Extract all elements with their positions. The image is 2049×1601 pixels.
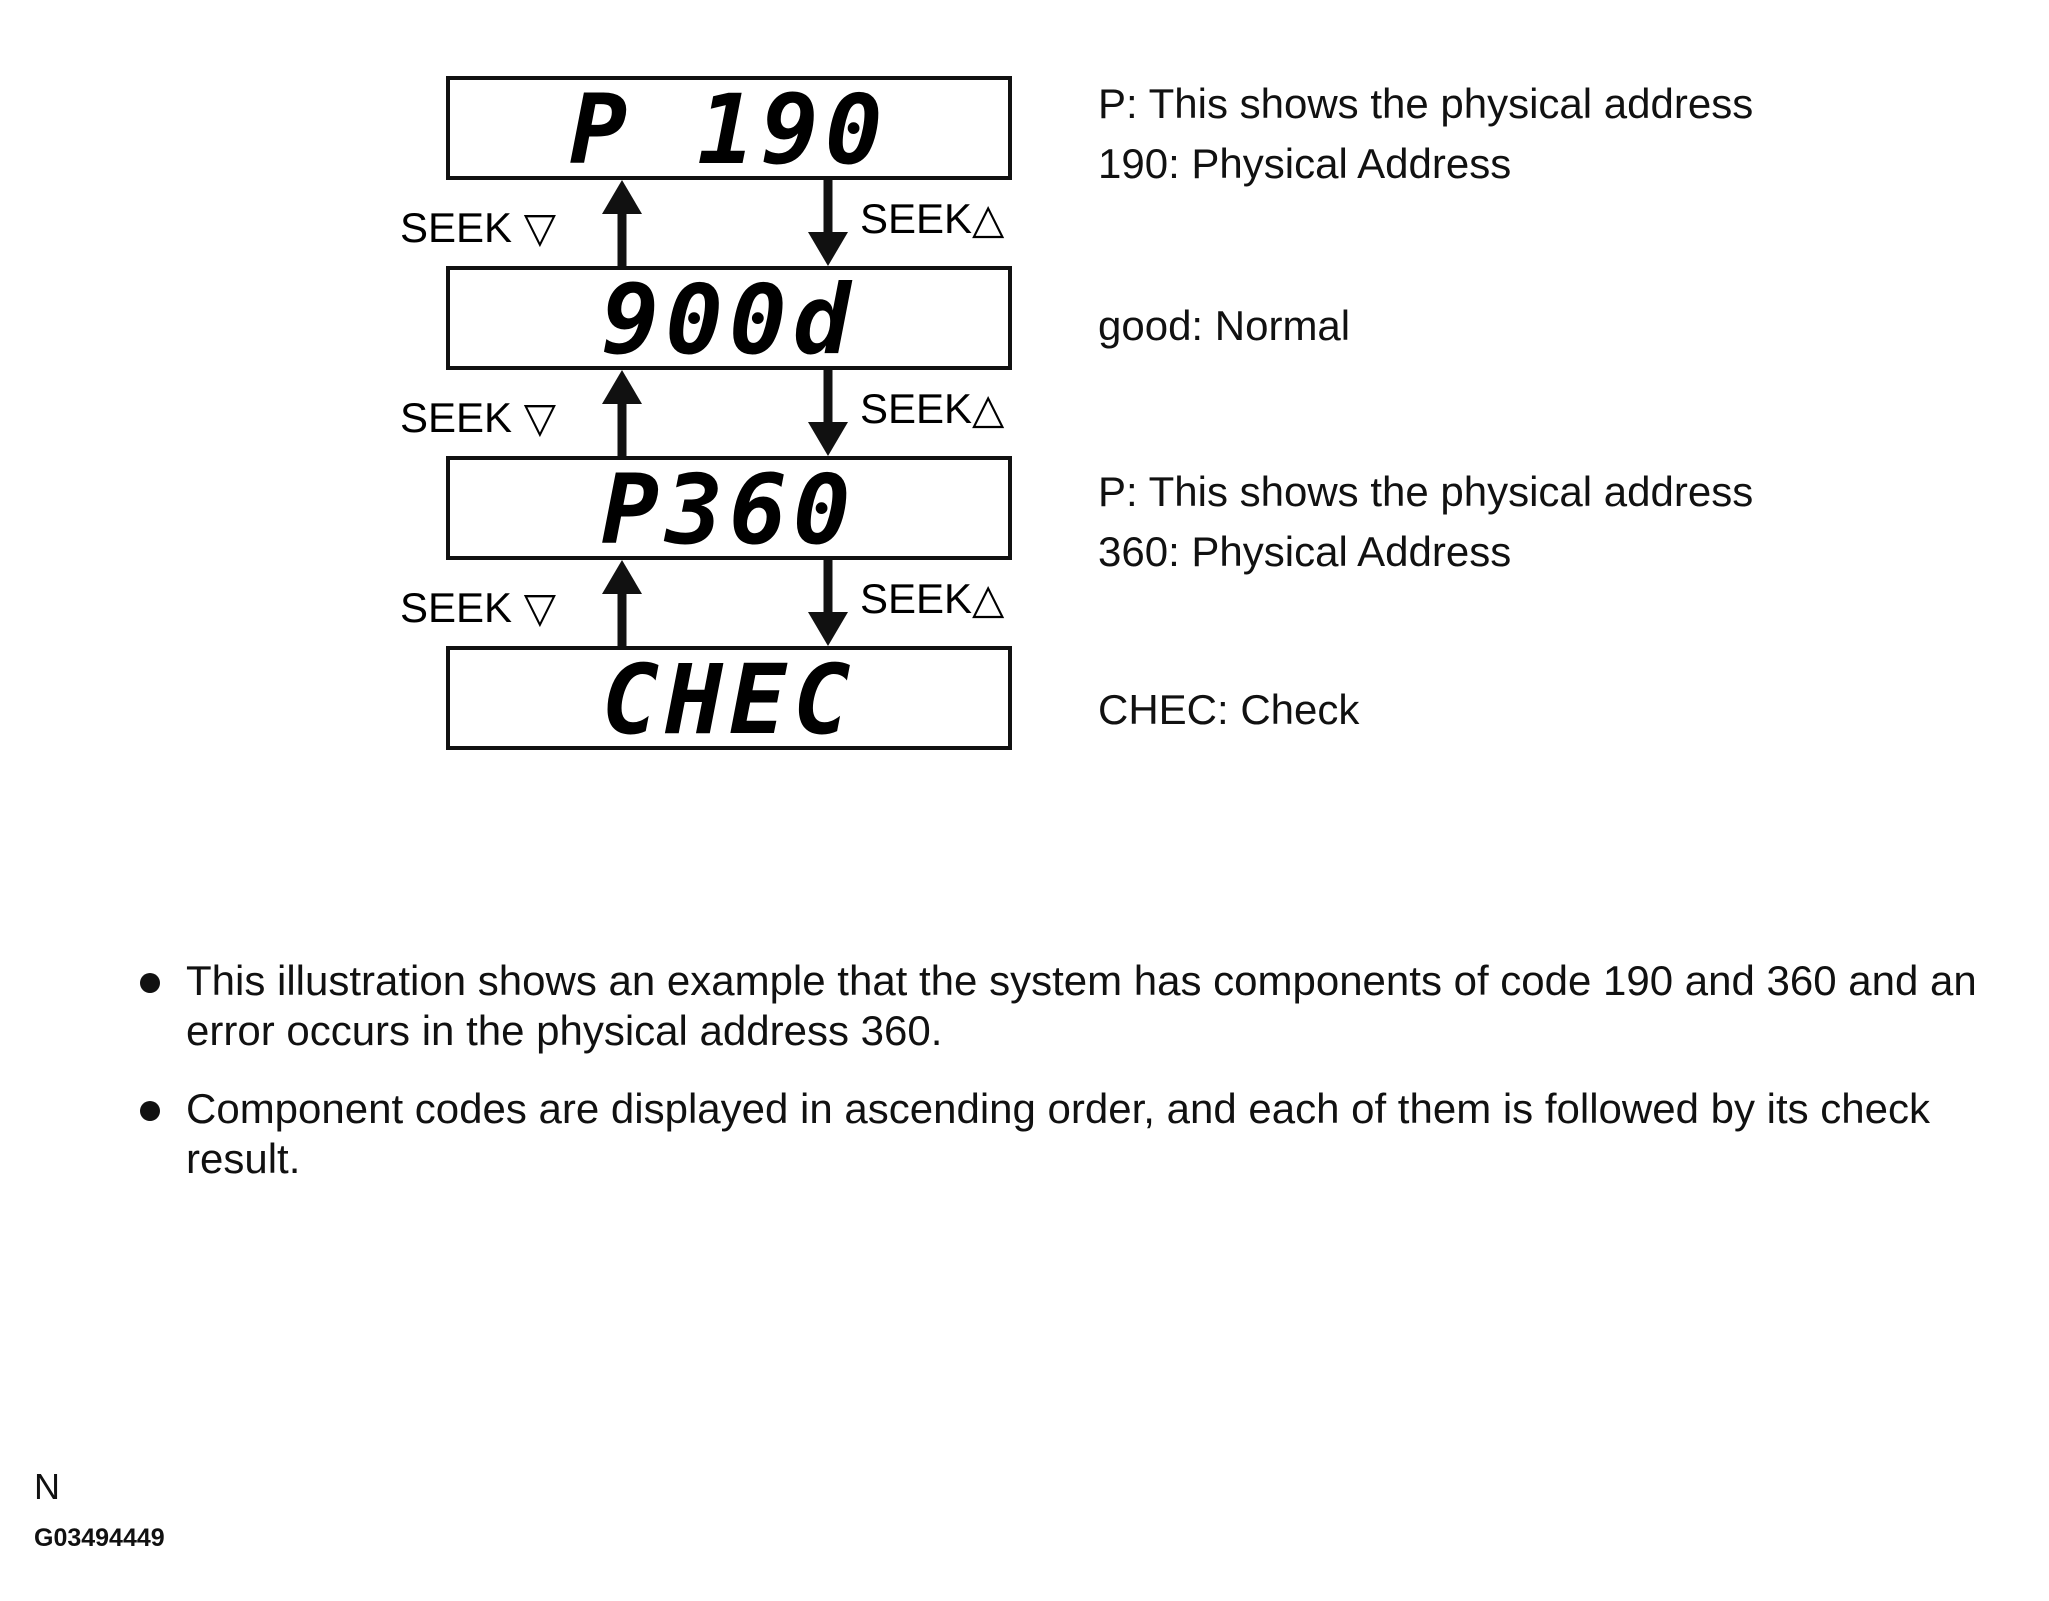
description-2-line-1: good: Normal (1098, 302, 1351, 349)
up-arrow-2 (602, 370, 642, 458)
display-code-2: 900d (601, 264, 856, 376)
seek-up-label-2: SEEK△ (860, 385, 1005, 432)
down-arrow-2 (808, 368, 848, 456)
up-arrow-1 (602, 180, 642, 268)
display-box-2 (446, 266, 1012, 370)
bullet-icon (140, 973, 160, 993)
seek-down-label-2: SEEK ▽ (400, 394, 557, 441)
notes-list: This illustration shows an example that … (140, 956, 2040, 1212)
up-arrow-3 (602, 560, 642, 648)
description-2: good: Normal (1098, 296, 1350, 356)
description-1-line-1: P: This shows the physical address (1098, 80, 1754, 127)
down-arrow-3 (808, 558, 848, 646)
description-1-line-2: 190: Physical Address (1098, 140, 1512, 187)
bullet-icon (140, 1101, 160, 1121)
note-item: Component codes are displayed in ascendi… (140, 1084, 2040, 1184)
description-3: P: This shows the physical address 360: … (1098, 462, 1753, 582)
display-box-1 (446, 76, 1012, 180)
display-code-4: CHEC (601, 644, 856, 756)
description-3-line-2: 360: Physical Address (1098, 528, 1512, 575)
seek-up-label-1: SEEK△ (860, 195, 1005, 242)
display-box-4 (446, 646, 1012, 750)
display-box-3 (446, 456, 1012, 560)
display-code-1: P 190 (570, 74, 889, 186)
footer-letter: N (34, 1466, 60, 1507)
seek-up-label-3: SEEK△ (860, 575, 1005, 622)
note-text-2: Component codes are displayed in ascendi… (186, 1085, 1931, 1182)
description-1: P: This shows the physical address 190: … (1098, 74, 1753, 194)
note-item: This illustration shows an example that … (140, 956, 2040, 1056)
figure-code: G03494449 (34, 1524, 165, 1552)
description-4: CHEC: Check (1098, 680, 1359, 740)
display-sequence-diagram: P 190 900d P360 CHEC SEEK ▽ SEEK△ SEEK ▽… (400, 74, 1012, 756)
seek-down-label-1: SEEK ▽ (400, 204, 557, 251)
description-4-line-1: CHEC: Check (1098, 686, 1360, 733)
note-text-1: This illustration shows an example that … (186, 957, 1977, 1054)
down-arrow-1 (808, 178, 848, 266)
description-3-line-1: P: This shows the physical address (1098, 468, 1754, 515)
display-code-3: P360 (601, 454, 856, 566)
seek-down-label-3: SEEK ▽ (400, 584, 557, 631)
